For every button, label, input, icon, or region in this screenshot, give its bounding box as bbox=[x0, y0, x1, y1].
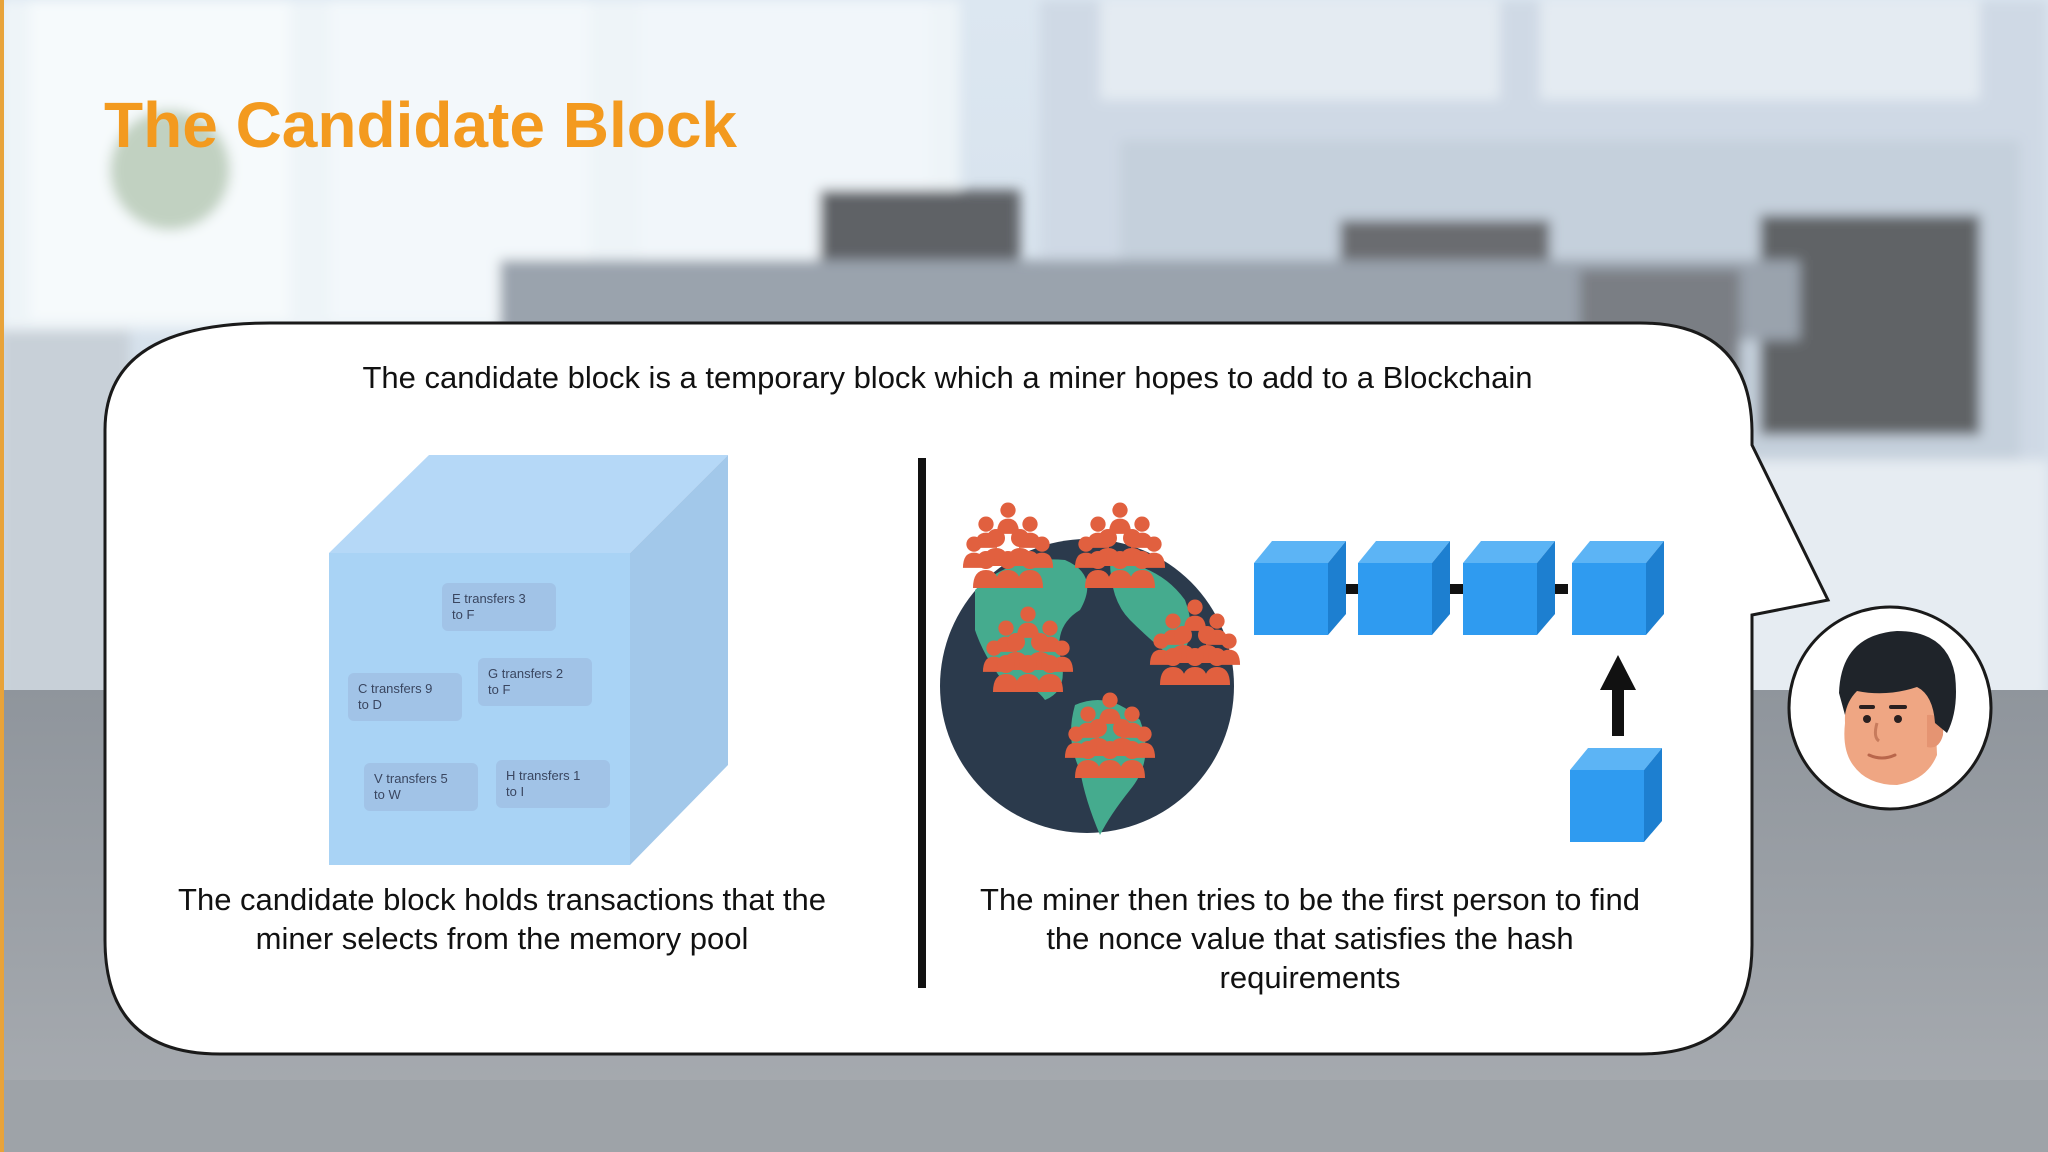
transaction-card: V transfers 5 to W bbox=[364, 763, 478, 811]
chain-links bbox=[1340, 584, 1568, 594]
up-arrow-icon bbox=[1600, 655, 1636, 736]
transaction-text: V transfers 5 to W bbox=[374, 771, 448, 802]
transaction-text: E transfers 3 to F bbox=[452, 591, 526, 622]
chain-block bbox=[1572, 541, 1664, 635]
transaction-card: G transfers 2 to F bbox=[478, 658, 592, 706]
chain-block bbox=[1463, 541, 1555, 635]
presenter-avatar bbox=[1787, 605, 1993, 811]
column-divider bbox=[918, 458, 926, 988]
transaction-card: E transfers 3 to F bbox=[442, 583, 556, 631]
chain-block bbox=[1358, 541, 1450, 635]
left-caption: The candidate block holds transactions t… bbox=[178, 882, 826, 956]
transaction-text: G transfers 2 to F bbox=[488, 666, 564, 697]
transaction-text: H transfers 1 to I bbox=[506, 768, 581, 799]
transaction-card: C transfers 9 to D bbox=[348, 673, 462, 721]
intro-text: The candidate block is a temporary block… bbox=[362, 360, 1533, 395]
face-icon bbox=[1839, 631, 1956, 785]
slide-title: The Candidate Block bbox=[104, 89, 737, 161]
right-caption: The miner then tries to be the first per… bbox=[980, 882, 1640, 995]
chain-block bbox=[1254, 541, 1346, 635]
transaction-text: C transfers 9 to D bbox=[358, 681, 433, 712]
new-block bbox=[1570, 748, 1662, 842]
transaction-card: H transfers 1 to I bbox=[496, 760, 610, 808]
